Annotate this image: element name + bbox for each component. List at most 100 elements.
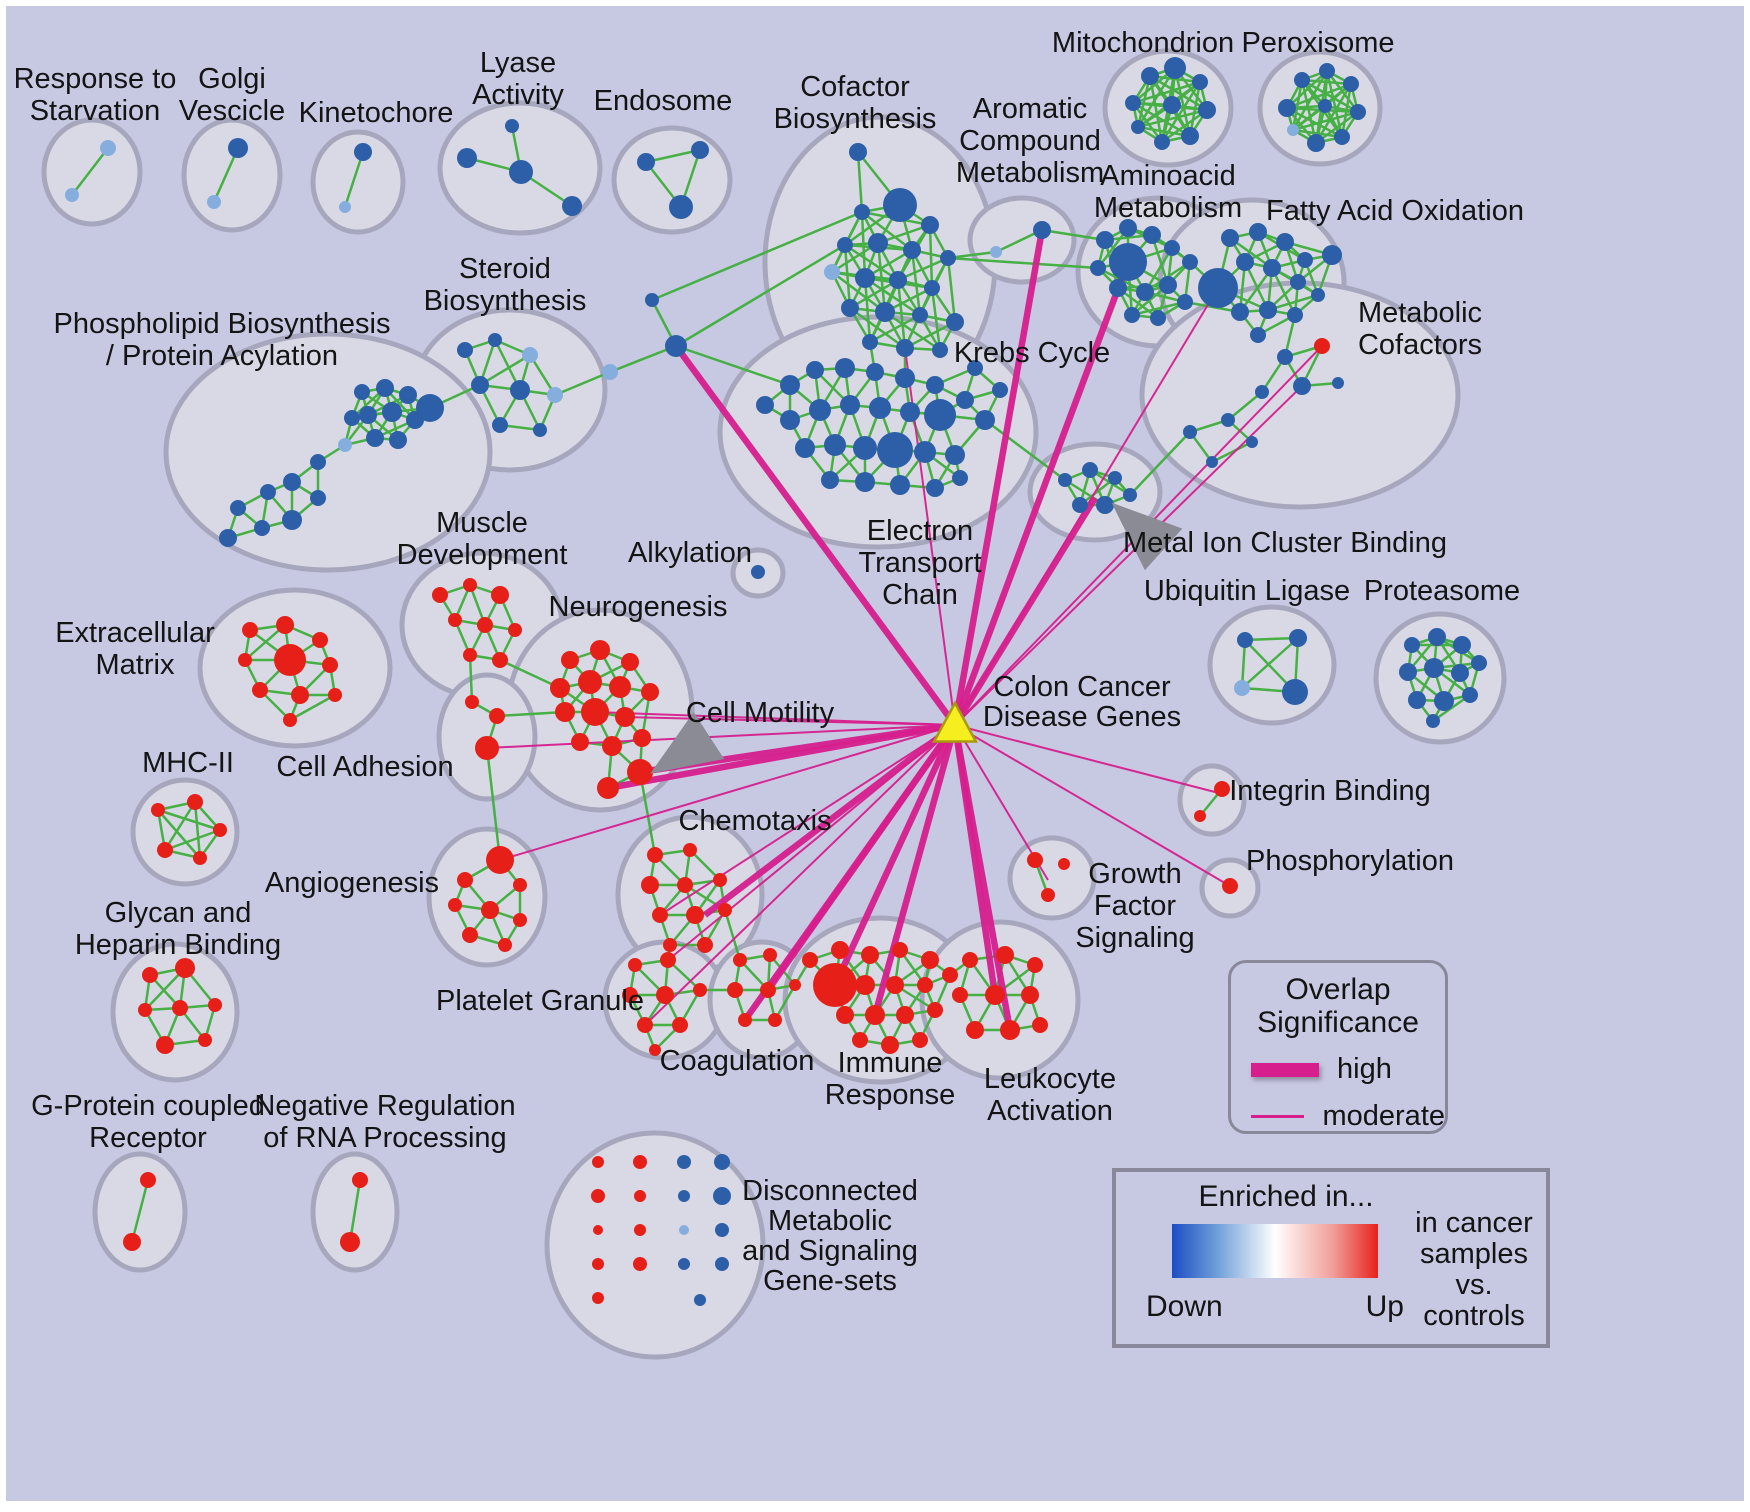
gene-set-node: [291, 686, 309, 704]
moderate-significance-line-sample: [1251, 1115, 1305, 1118]
gene-set-node: [1150, 310, 1166, 326]
cluster-label-negative-regulation-rna: Negative Regulation: [254, 1090, 515, 1122]
gene-set-node: [1236, 253, 1254, 271]
gene-set-node: [780, 410, 800, 430]
cluster-label-growth-factor-signaling: Signaling: [1075, 922, 1194, 954]
cluster-label-phospholipid-biosynthesis: Phospholipid Biosynthesis: [54, 308, 391, 340]
gene-set-node: [416, 394, 444, 422]
gene-set-node: [354, 384, 370, 400]
gene-set-node: [840, 395, 860, 415]
gene-set-node: [952, 987, 968, 1003]
gene-set-node: [634, 1190, 646, 1202]
gene-set-node: [252, 682, 268, 698]
gene-set-node: [686, 906, 704, 924]
gene-set-node: [510, 380, 530, 400]
layer-magenta: [486, 229, 1323, 1031]
gene-set-node: [853, 436, 877, 460]
gene-set-node: [926, 376, 944, 394]
gene-set-node: [868, 233, 888, 253]
cluster-label-glycan-heparin-binding: Glycan and: [105, 897, 252, 929]
cluster-ellipse-growth-factor-signaling: [1007, 835, 1097, 921]
gene-set-node: [1399, 663, 1417, 681]
gene-set-overlap-edge: [723, 909, 742, 961]
cluster-label-cell-adhesion: Cell Adhesion: [276, 751, 453, 783]
disease-overlap-edge-moderate: [659, 724, 956, 916]
gene-set-node: [713, 1187, 731, 1205]
cluster-label-g-protein-coupled-receptor: Receptor: [89, 1122, 207, 1154]
gene-set-node: [1159, 276, 1177, 294]
legend-overlap-title-line2: Significance: [1257, 1006, 1419, 1039]
gene-set-overlap-edge: [1131, 102, 1164, 143]
gene-set-overlap-edge: [1131, 300, 1186, 317]
cluster-ellipse-endosome: [611, 125, 733, 235]
gene-set-overlap-edge: [651, 210, 863, 302]
legend-enrichment-colorbar: Enriched in... Down Up in cancer samples…: [1112, 1168, 1550, 1348]
gene-set-node: [448, 898, 462, 912]
cluster-label-response-to-starvation: Starvation: [30, 95, 161, 127]
gene-set-node: [877, 432, 913, 468]
gene-set-node: [592, 1258, 604, 1270]
gene-set-overlap-edge: [1301, 78, 1359, 114]
gene-set-node: [683, 843, 697, 857]
cluster-ellipse-angiogenesis: [426, 826, 548, 968]
gene-set-node: [1183, 425, 1197, 439]
gene-set-node: [1027, 957, 1043, 973]
gene-set-overlap-edge: [1149, 74, 1208, 112]
cluster-label-aromatic-compound-metabolism: Aromatic: [973, 93, 1087, 125]
gene-set-node: [1290, 274, 1306, 290]
gene-set-node: [1109, 279, 1127, 297]
cluster-label-phospholipid-biosynthesis: / Protein Acylation: [106, 340, 338, 372]
gene-set-overlap-edge: [869, 313, 921, 344]
gene-set-node: [889, 271, 907, 289]
gene-set-overlap-edge: [348, 1179, 362, 1243]
gene-set-node: [678, 1190, 690, 1202]
gene-set-overlap-edge: [71, 147, 109, 196]
gene-set-node: [1198, 268, 1238, 308]
gene-set-overlap-edge: [157, 808, 221, 832]
gene-set-node: [432, 587, 448, 603]
gene-set-node: [621, 653, 639, 671]
colorbar-note-line3: vs. controls: [1423, 1269, 1525, 1332]
gene-set-overlap-edge: [1041, 228, 1106, 242]
cluster-label-fatty-acid-oxidation: Fatty Acid Oxidation: [1266, 195, 1524, 227]
gene-set-node: [1124, 307, 1140, 323]
gene-set-overlap-edge: [157, 809, 201, 859]
gene-set-node: [836, 1006, 854, 1024]
legend-overlap-significance: Overlap Significance high moderate: [1228, 960, 1448, 1134]
cluster-label-g-protein-coupled-receptor: G-Protein coupled: [31, 1090, 265, 1122]
gene-set-node: [637, 153, 655, 171]
gene-set-node: [65, 188, 79, 202]
colorbar-note: in cancer samples vs. controls: [1404, 1208, 1544, 1332]
gene-set-overlap-edge: [856, 151, 864, 213]
gene-set-node: [1082, 462, 1098, 478]
gene-set-node: [1131, 120, 1145, 134]
gene-set-node: [1434, 691, 1454, 711]
gene-set-node: [869, 397, 891, 419]
gene-set-overlap-edge: [1291, 79, 1304, 131]
gene-set-node: [663, 938, 677, 952]
gene-set-node: [100, 140, 116, 156]
gene-set-node: [697, 937, 713, 953]
gene-set-node: [633, 1257, 647, 1271]
gene-set-node: [677, 1155, 691, 1169]
gene-set-node: [1058, 473, 1072, 487]
gene-set-node: [213, 823, 227, 837]
cluster-label-electron-transport-chain: Chain: [882, 579, 958, 611]
gene-set-overlap-edge: [1136, 67, 1177, 128]
gene-set-node: [875, 302, 895, 322]
cluster-label-mhc-ii: MHC-II: [142, 747, 234, 779]
gene-set-node: [678, 1258, 690, 1270]
gene-set-node: [763, 948, 777, 962]
pointer-arrow: [650, 712, 725, 774]
gene-set-node: [448, 613, 462, 627]
cluster-label-ubiquitin-ligase: Ubiquitin Ligase: [1144, 575, 1350, 607]
gene-set-node: [312, 632, 328, 648]
gene-set-node: [942, 967, 958, 983]
gene-set-node: [824, 264, 840, 280]
gene-set-node: [1163, 96, 1181, 114]
gene-set-node: [1289, 629, 1307, 647]
cluster-label-cofactor-biosynthesis: Biosynthesis: [774, 103, 937, 135]
gene-set-overlap-edge: [675, 243, 846, 348]
gene-set-node: [912, 307, 928, 323]
gene-set-node: [679, 1225, 689, 1235]
